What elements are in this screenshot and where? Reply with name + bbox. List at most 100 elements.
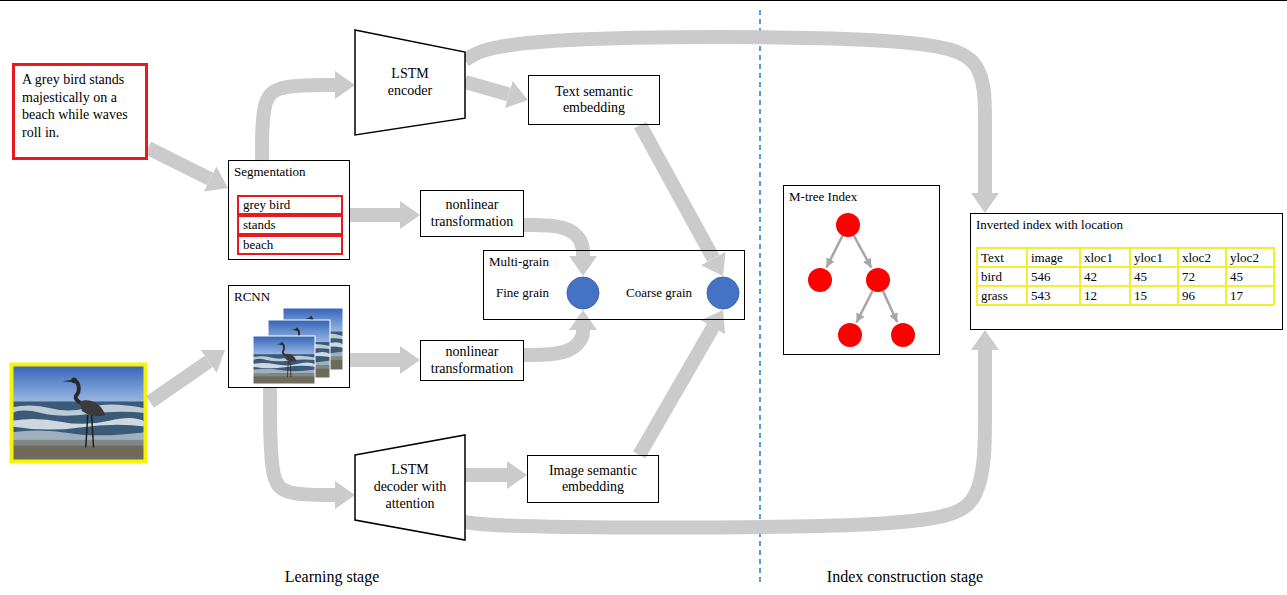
table-grid-part	[1177, 248, 1179, 305]
table-grid-part	[977, 285, 1274, 287]
table-cell: image	[1031, 249, 1063, 266]
table-cell: 546	[1031, 268, 1051, 285]
node-text: Image semantic embedding	[532, 463, 654, 495]
table-grid-part	[977, 266, 1274, 268]
node-text: Fine grain	[496, 285, 549, 301]
node-text: M-tree Index	[789, 189, 934, 205]
node-text: grey bird	[243, 197, 337, 213]
flow-arrow	[148, 148, 210, 179]
segmentation-panel: Segmentationgrey birdstandsbeach	[228, 160, 350, 260]
stage-label: Learning stage	[182, 568, 482, 586]
region-stack-part	[253, 336, 315, 384]
table-cell: 72	[1182, 268, 1195, 285]
tree-drawing-part	[883, 291, 897, 322]
tree-drawing-part	[808, 268, 832, 292]
table-cell: 72	[1182, 268, 1195, 285]
flow-arrow	[465, 37, 985, 193]
table-cell: xloc1	[1084, 249, 1113, 266]
stage-label: Index construction stage	[755, 568, 1055, 586]
table-cell: 543	[1031, 287, 1051, 304]
table-cell: 45	[1134, 268, 1147, 285]
table-cell: yloc1	[1134, 249, 1163, 266]
flow-arrow	[639, 327, 713, 455]
flow-arrow	[465, 82, 509, 95]
table-cell: grass	[981, 287, 1008, 304]
table-grid-part	[977, 248, 1274, 305]
table-cell: xloc2	[1182, 249, 1211, 266]
tree-drawing-part	[891, 323, 915, 347]
node-text: nonlinear transformation	[425, 197, 519, 229]
stage-divider	[759, 10, 761, 582]
tree-drawing-part	[854, 236, 872, 268]
multigrain-panel: Multi-grainFine grain Coarse grain	[483, 250, 745, 320]
tree-drawing-part	[826, 236, 842, 268]
flow-arrow	[262, 85, 335, 160]
bird-photo	[12, 365, 146, 462]
node-text: Multi-grain	[489, 254, 739, 270]
node-text: LSTM encoder	[375, 66, 445, 100]
region-stack	[253, 308, 343, 384]
table-cell: 12	[1084, 287, 1097, 304]
sentence-box: A grey bird stands majestically on a bea…	[12, 63, 148, 160]
encoder-block: LSTM encoder	[355, 30, 465, 135]
table-grid	[977, 248, 1274, 305]
flow-arrow	[640, 125, 713, 258]
node-text: RCNN	[234, 289, 344, 305]
node-text: Segmentation	[234, 164, 344, 180]
table-cell: 15	[1134, 287, 1147, 304]
table-cell: yloc1	[1134, 249, 1163, 266]
flow-arrow	[350, 353, 400, 367]
table-cell: 45	[1230, 268, 1243, 285]
table-cell: image	[1031, 249, 1063, 266]
table-cell: 42	[1084, 268, 1097, 285]
decoder-block: LSTM decoder with attention	[355, 435, 465, 540]
node-text: nonlinear transformation	[425, 344, 519, 376]
grain-dot	[566, 276, 600, 310]
grain-node: Coarse grain	[626, 276, 740, 310]
flow-arrow	[465, 350, 985, 528]
top-rule	[0, 0, 1287, 1]
node-text: beach	[243, 237, 337, 253]
phrase-box: grey bird	[237, 195, 343, 215]
transform-box: nonlinear transformation	[420, 190, 524, 237]
tree-drawing	[808, 213, 915, 347]
table-cell: Text	[981, 249, 1004, 266]
table-grid-part	[1079, 248, 1081, 305]
table-grid-part	[1129, 248, 1131, 305]
table-cell: grass	[981, 287, 1008, 304]
node-text: Coarse grain	[626, 285, 692, 301]
table-cell: 42	[1084, 268, 1097, 285]
grain-dot	[567, 277, 599, 309]
table-cell: 45	[1230, 268, 1243, 285]
node-text: A grey bird stands majestically on a bea…	[22, 71, 138, 141]
mtree-panel: M-tree Index	[783, 185, 940, 355]
table-cell: 546	[1031, 268, 1051, 285]
tree-drawing-part	[836, 213, 860, 237]
flow-arrow	[150, 361, 209, 402]
embedding-box: Text semantic embedding	[528, 75, 660, 125]
grain-node: Fine grain	[496, 276, 600, 310]
stage-label: Learning stage	[182, 568, 482, 586]
table-cell: xloc1	[1084, 249, 1113, 266]
table-cell: 12	[1084, 287, 1097, 304]
transform-box: nonlinear transformation	[420, 340, 524, 381]
tree-drawing-part	[866, 268, 890, 292]
bird-photo-part	[12, 365, 146, 462]
table-cell: xloc2	[1182, 249, 1211, 266]
table-cell: 543	[1031, 287, 1051, 304]
table-cell: bird	[981, 268, 1002, 285]
embedding-box: Image semantic embedding	[527, 455, 659, 503]
table-cell: 45	[1134, 268, 1147, 285]
table-cell: 96	[1182, 287, 1195, 304]
table-grid-part	[1026, 248, 1028, 305]
table-cell: yloc2	[1230, 249, 1259, 266]
node-text: Text semantic embedding	[533, 84, 655, 116]
table-cell: 17	[1230, 287, 1243, 304]
flow-arrow	[350, 208, 400, 222]
flow-arrow	[524, 225, 583, 256]
trapezoid-outline	[355, 30, 465, 135]
region-stack-part	[253, 336, 315, 384]
grain-dot	[706, 276, 740, 310]
table-cell: Text	[981, 249, 1004, 266]
